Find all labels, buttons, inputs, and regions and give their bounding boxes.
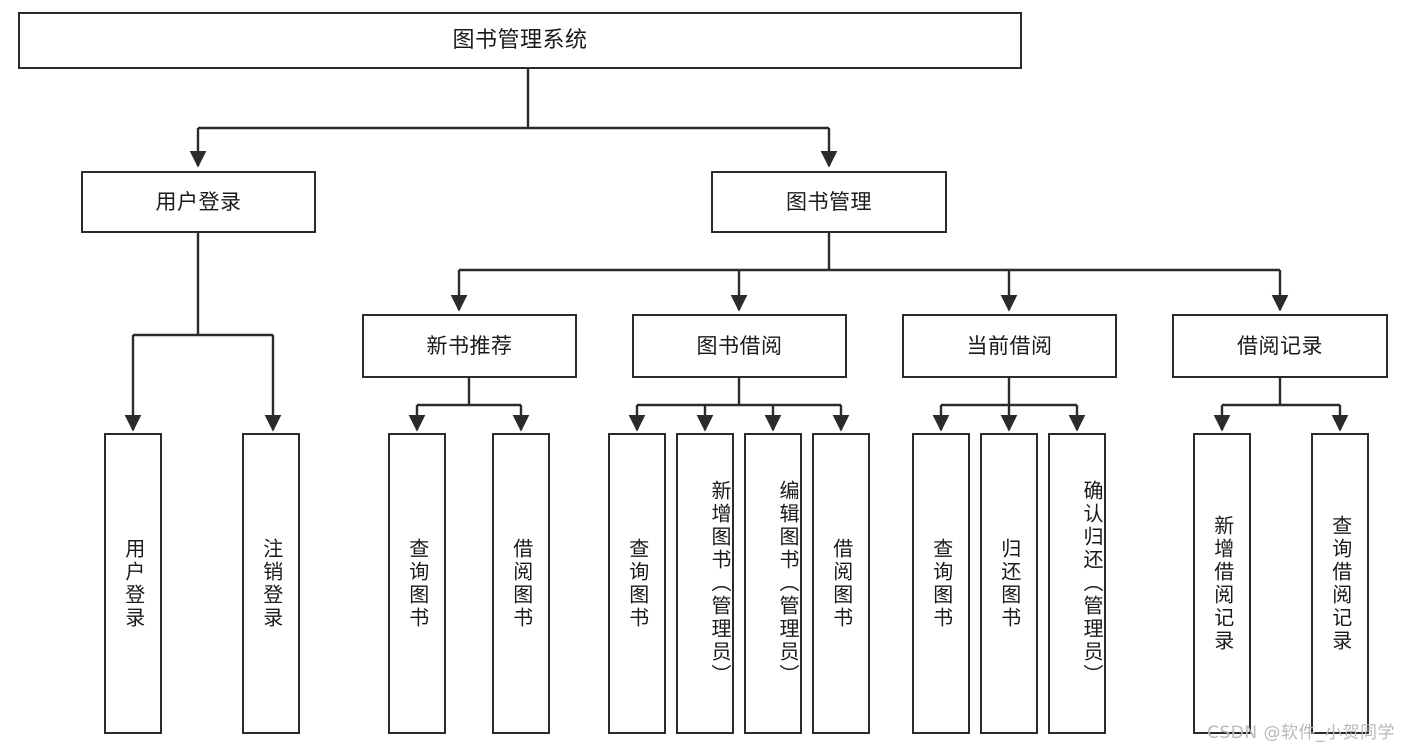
leaf-user-login[interactable]: 用户登录	[104, 433, 162, 734]
watermark-text: CSDN @软件_小贺同学	[1207, 723, 1395, 743]
leaf-query-book-recommend[interactable]: 查询图书	[388, 433, 446, 734]
node-label: 新书推荐	[426, 333, 513, 358]
node-root-book-management-system[interactable]: 图书管理系统	[18, 12, 1022, 69]
leaf-logout[interactable]: 注销登录	[242, 433, 300, 734]
leaf-return-book[interactable]: 归还图书	[980, 433, 1038, 734]
leaf-borrow-book-recommend[interactable]: 借阅图书	[492, 433, 550, 734]
leaf-add-borrow-record[interactable]: 新增借阅记录	[1193, 433, 1251, 734]
node-book-management[interactable]: 图书管理	[711, 171, 947, 233]
node-label: 用户登录	[155, 189, 242, 214]
node-book-borrow[interactable]: 图书借阅	[632, 314, 847, 378]
node-label: 确认归还（管理员）	[1080, 480, 1104, 687]
node-label: 新增借阅记录	[1210, 514, 1235, 653]
leaf-confirm-return[interactable]: 确认归还（管理员）	[1048, 433, 1106, 734]
leaf-borrow-book[interactable]: 借阅图书	[812, 433, 870, 734]
leaf-add-book[interactable]: 新增图书（管理员）	[676, 433, 734, 734]
leaf-query-borrow-record[interactable]: 查询借阅记录	[1311, 433, 1369, 734]
node-label: 新增图书（管理员）	[708, 480, 732, 687]
node-borrow-record[interactable]: 借阅记录	[1172, 314, 1388, 378]
node-label: 借阅图书	[829, 537, 854, 630]
node-label: 图书管理	[786, 189, 872, 214]
node-user-login[interactable]: 用户登录	[81, 171, 316, 233]
node-label: 图书借阅	[696, 333, 783, 358]
node-label: 借阅图书	[509, 537, 534, 630]
node-label: 查询图书	[405, 537, 430, 630]
node-current-borrow[interactable]: 当前借阅	[902, 314, 1117, 378]
node-label: 归还图书	[997, 537, 1022, 630]
node-label: 编辑图书（管理员）	[776, 480, 800, 687]
node-label: 查询借阅记录	[1328, 514, 1353, 653]
leaf-query-book-borrow[interactable]: 查询图书	[608, 433, 666, 734]
node-label: 用户登录	[121, 537, 146, 630]
node-label: 当前借阅	[966, 333, 1053, 358]
node-label: 图书管理系统	[452, 27, 588, 53]
node-label: 查询图书	[625, 537, 650, 630]
node-new-book-recommend[interactable]: 新书推荐	[362, 314, 577, 378]
node-label: 查询图书	[929, 537, 954, 630]
node-label: 注销登录	[259, 537, 284, 630]
leaf-edit-book[interactable]: 编辑图书（管理员）	[744, 433, 802, 734]
node-label: 借阅记录	[1237, 333, 1323, 358]
leaf-query-book-current[interactable]: 查询图书	[912, 433, 970, 734]
